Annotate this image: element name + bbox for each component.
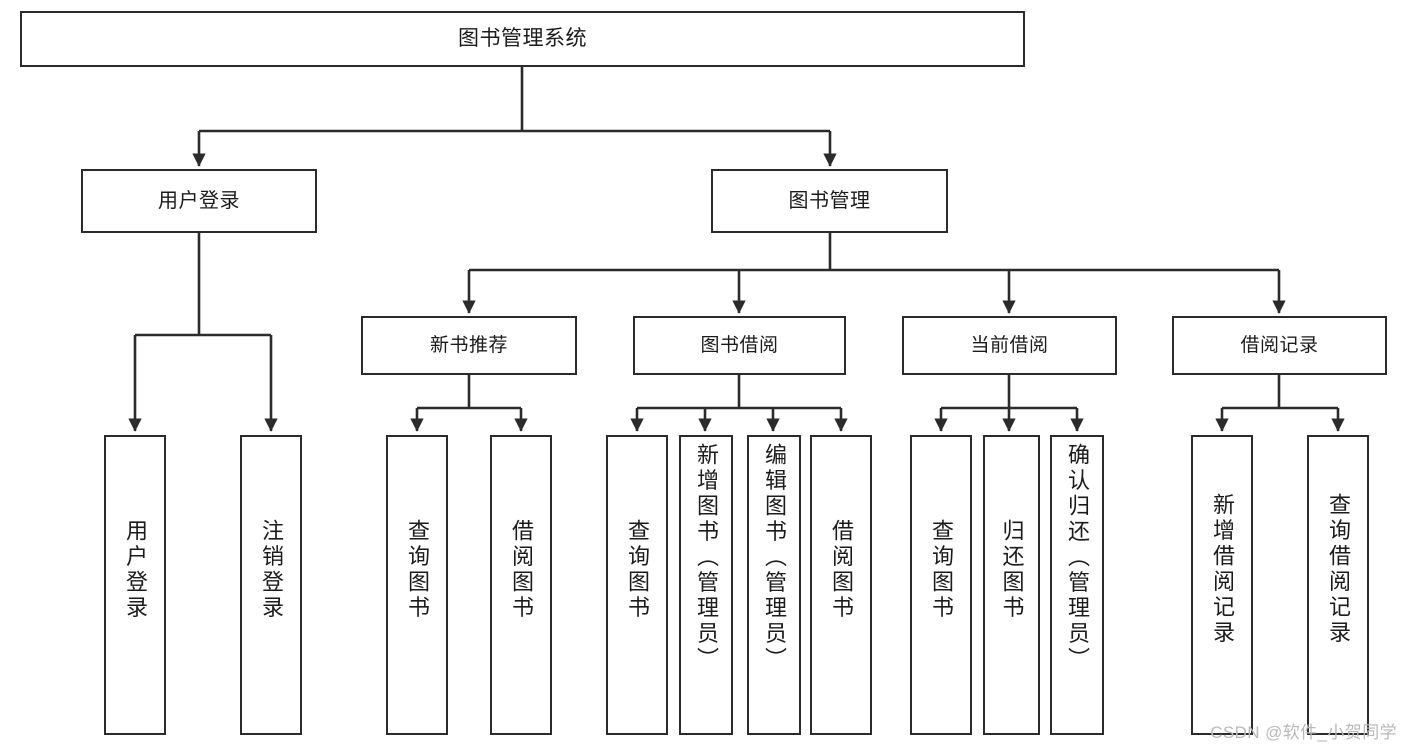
node-leaf-add-book[interactable]: 新增图书（管理员） [679, 435, 733, 735]
node-label: 查询借阅记录 [1326, 493, 1351, 646]
node-borrow-record[interactable]: 借阅记录 [1172, 316, 1387, 375]
node-label: 新增借阅记录 [1210, 493, 1235, 646]
node-leaf-query-borrow-record[interactable]: 查询借阅记录 [1307, 435, 1369, 735]
node-label: 借阅图书 [829, 519, 854, 621]
node-leaf-borrow-book-recommend[interactable]: 借阅图书 [490, 435, 552, 735]
node-label: 用户登录 [123, 519, 148, 621]
node-leaf-add-borrow-record[interactable]: 新增借阅记录 [1191, 435, 1253, 735]
node-leaf-edit-book[interactable]: 编辑图书（管理员） [747, 435, 801, 735]
node-user-login[interactable]: 用户登录 [81, 169, 317, 233]
node-label: 查询图书 [929, 519, 954, 621]
node-book-management[interactable]: 图书管理 [711, 169, 948, 233]
node-label: 新增图书（管理员） [694, 443, 719, 673]
node-leaf-return-book[interactable]: 归还图书 [983, 435, 1040, 735]
node-leaf-query-book-current[interactable]: 查询图书 [910, 435, 972, 735]
node-leaf-logout[interactable]: 注销登录 [240, 435, 302, 735]
node-label: 新书推荐 [429, 334, 508, 356]
node-leaf-confirm-return[interactable]: 确认归还（管理员） [1050, 435, 1104, 735]
node-label: 查询图书 [625, 519, 650, 621]
node-label: 归还图书 [999, 519, 1025, 621]
node-label: 图书借阅 [700, 334, 779, 356]
node-label: 图书管理系统 [458, 26, 587, 50]
node-label: 编辑图书（管理员） [762, 443, 787, 673]
node-leaf-borrow-book[interactable]: 借阅图书 [810, 435, 872, 735]
node-label: 借阅记录 [1240, 334, 1319, 356]
node-current-borrow[interactable]: 当前借阅 [902, 316, 1117, 375]
node-label: 确认归还（管理员） [1065, 443, 1090, 673]
node-leaf-query-book-borrow[interactable]: 查询图书 [606, 435, 668, 735]
node-book-borrow[interactable]: 图书借阅 [633, 316, 846, 375]
node-leaf-user-login[interactable]: 用户登录 [104, 435, 166, 735]
node-label: 查询图书 [405, 519, 430, 621]
node-label: 当前借阅 [970, 334, 1049, 356]
csdn-watermark: CSDN @软件_小贺同学 [1210, 723, 1397, 742]
node-new-book-recommend[interactable]: 新书推荐 [361, 316, 577, 375]
node-root-book-management-system[interactable]: 图书管理系统 [20, 11, 1025, 67]
node-leaf-query-book-recommend[interactable]: 查询图书 [386, 435, 448, 735]
node-label: 借阅图书 [509, 519, 534, 621]
node-label: 图书管理 [788, 189, 871, 212]
node-label: 注销登录 [259, 519, 284, 621]
node-label: 用户登录 [158, 189, 240, 212]
